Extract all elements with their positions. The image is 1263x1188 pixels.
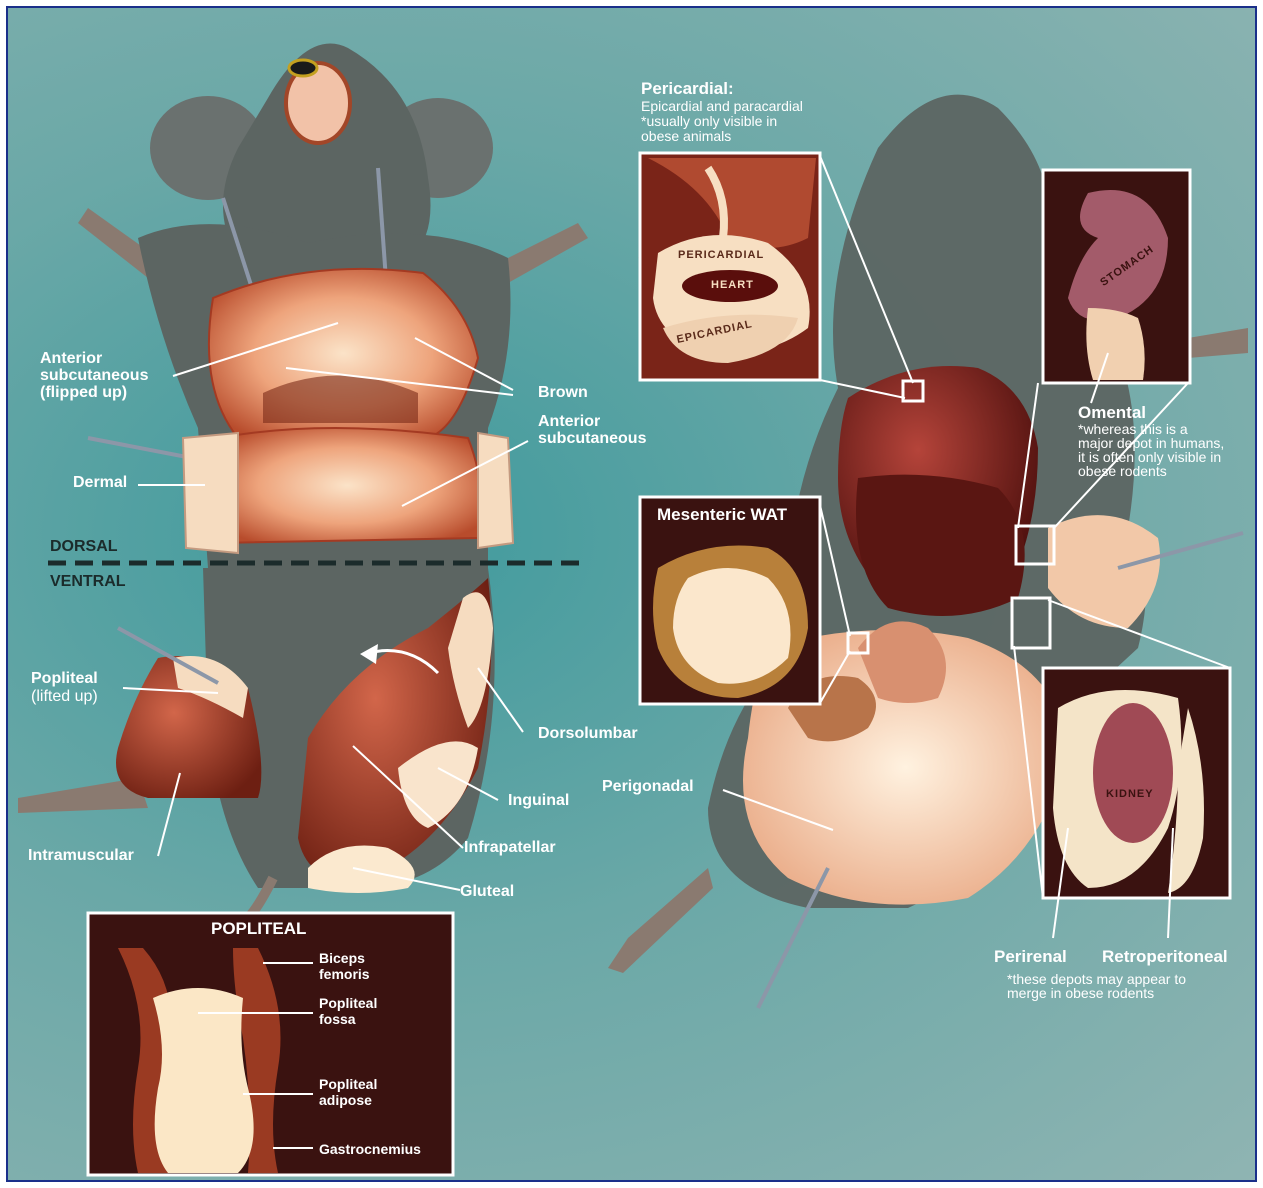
eye bbox=[289, 60, 317, 76]
inset-label-pericardial: PERICARDIAL bbox=[678, 249, 764, 261]
label-pericardial-title: Pericardial: bbox=[641, 80, 734, 97]
inset-label-heart: HEART bbox=[711, 279, 754, 291]
popliteal-box-title: POPLITEAL bbox=[211, 919, 306, 939]
popliteal-adipose bbox=[153, 988, 254, 1173]
kidney-inset bbox=[1043, 668, 1230, 938]
dermal-right bbox=[478, 433, 513, 548]
label-popliteal-adipose: Popliteal adipose bbox=[319, 1076, 377, 1108]
label-perigonadal: Perigonadal bbox=[602, 778, 694, 795]
omental-inset bbox=[1043, 170, 1190, 403]
inset-label-kidney: KIDNEY bbox=[1106, 788, 1154, 800]
kidney-note: *these depots may appear to merge in obe… bbox=[1007, 972, 1186, 1000]
label-popliteal-fossa: Popliteal fossa bbox=[319, 995, 377, 1027]
kidney bbox=[1093, 703, 1173, 843]
label-ventral: VENTRAL bbox=[50, 573, 126, 590]
label-retroperitoneal: Retroperitoneal bbox=[1102, 948, 1228, 965]
pericardial-line3: obese animals bbox=[641, 129, 731, 143]
label-anterior-subcutaneous-flipped: Anterior subcutaneous (flipped up) bbox=[40, 350, 148, 401]
pericardial-line1: Epicardial and paracardial bbox=[641, 99, 803, 113]
pericardial-line2: *usually only visible in bbox=[641, 114, 777, 128]
label-dorsolumbar: Dorsolumbar bbox=[538, 725, 638, 742]
anatomy-artwork bbox=[8, 8, 1257, 1182]
liver bbox=[856, 475, 1025, 616]
label-anterior-subcutaneous: Anterior subcutaneous bbox=[538, 413, 646, 447]
label-biceps-femoris: Biceps femoris bbox=[319, 950, 370, 982]
label-gastrocnemius: Gastrocnemius bbox=[319, 1141, 421, 1158]
label-dermal: Dermal bbox=[73, 474, 127, 491]
omental-note: *whereas this is a major depot in humans… bbox=[1078, 422, 1224, 478]
hindfoot bbox=[608, 868, 713, 973]
diagram-canvas: Anterior subcutaneous (flipped up) Brown… bbox=[6, 6, 1257, 1182]
label-intramuscular: Intramuscular bbox=[28, 847, 134, 864]
popliteal-inset bbox=[88, 913, 453, 1175]
label-inguinal: Inguinal bbox=[508, 792, 569, 809]
label-brown: Brown bbox=[538, 384, 588, 401]
omental-fat bbox=[1086, 308, 1144, 380]
mesenteric-title: Mesenteric WAT bbox=[657, 505, 787, 525]
label-popliteal-lifted: Popliteal bbox=[31, 670, 98, 687]
pericardial-inset bbox=[640, 153, 820, 380]
label-popliteal-lifted-note: (lifted up) bbox=[31, 688, 98, 705]
right-foreleg bbox=[1188, 328, 1248, 358]
dermal bbox=[183, 433, 238, 553]
label-perirenal: Perirenal bbox=[994, 948, 1067, 965]
label-dorsal: DORSAL bbox=[50, 538, 118, 555]
right-foreleg bbox=[498, 223, 588, 283]
mesenteric-inset bbox=[640, 497, 820, 704]
label-gluteal: Gluteal bbox=[460, 883, 514, 900]
label-infrapatellar: Infrapatellar bbox=[464, 839, 556, 856]
label-omental: Omental bbox=[1078, 404, 1146, 421]
